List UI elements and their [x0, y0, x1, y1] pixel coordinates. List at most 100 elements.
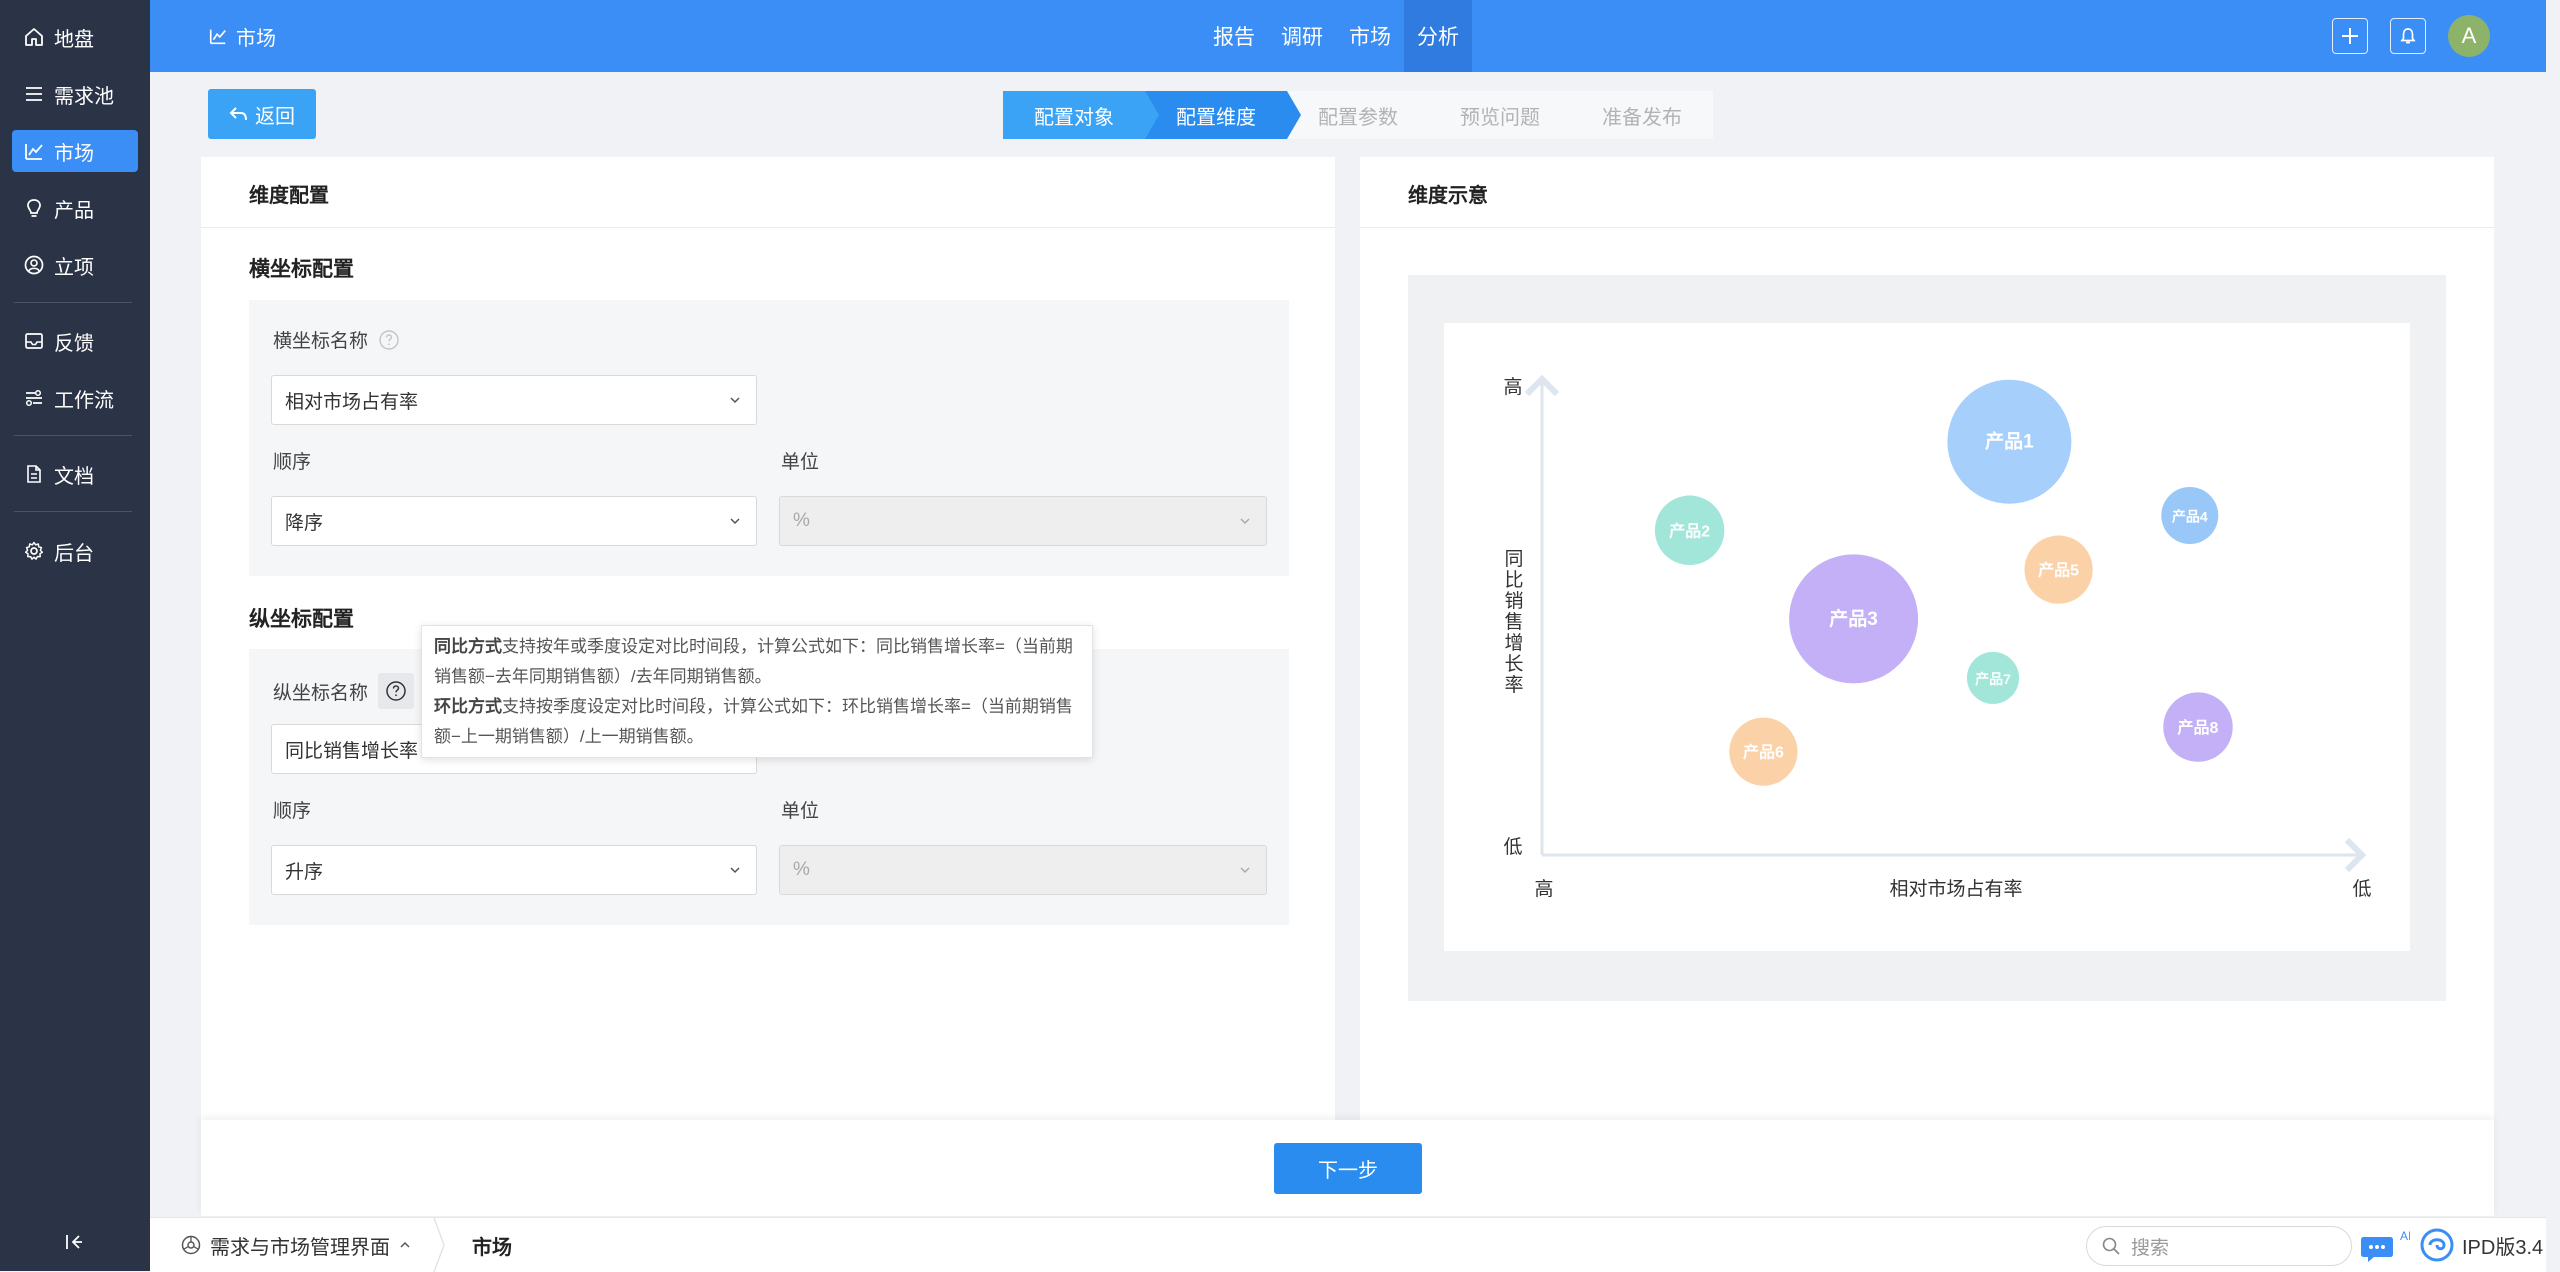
y-tick-low: 低 [1503, 836, 1522, 858]
gear-icon [20, 537, 48, 565]
tooltip-line-yoy: 同比方式支持按年或季度设定对比时间段，计算公式如下：同比销售增长率=（当前期销售… [434, 632, 1080, 692]
y-axis-order-label: 顺序 [273, 801, 312, 822]
nav-research[interactable]: 调研 [1281, 26, 1323, 49]
sidebar-divider [14, 302, 132, 303]
nav-report[interactable]: 报告 [1213, 26, 1255, 49]
sidebar-item-label: 反馈 [54, 332, 94, 355]
ai-assistant-icon[interactable]: AI [2360, 1228, 2411, 1264]
add-button[interactable] [2332, 18, 2368, 54]
y-axis-label-char: 售 [1504, 611, 1523, 633]
sidebar-item-project[interactable]: 立项 [12, 244, 138, 286]
app-name: 需求与市场管理界面 [210, 1236, 390, 1259]
help-tooltip: 同比方式支持按年或季度设定对比时间段，计算公式如下：同比销售增长率=（当前期销售… [421, 625, 1093, 758]
divider [201, 227, 1335, 228]
collapse-sidebar-icon[interactable] [58, 1228, 90, 1256]
y-tick-high: 高 [1503, 376, 1522, 398]
sidebar-item-market[interactable]: 市场 [12, 130, 138, 172]
y-axis-order-select[interactable]: 升序 [271, 845, 757, 895]
version-info: IPD版3.4 [2420, 1218, 2543, 1272]
search-input[interactable]: 搜索 [2086, 1226, 2352, 1266]
chevron-down-icon [730, 518, 740, 525]
y-axis-name-label: 纵坐标名称 [273, 673, 415, 709]
sidebar-item-label: 产品 [54, 199, 94, 222]
bubble-chart-svg: 高 低 高 低 相对市场占有率 同比销售增长率 产品1产品2产品3产品4产品5产… [1503, 374, 2372, 900]
field-label-text: 横坐标名称 [273, 331, 369, 352]
sidebar-divider [14, 435, 132, 436]
page-scrollbar[interactable] [2546, 0, 2560, 1271]
sidebar-item-demand-pool[interactable]: 需求池 [12, 73, 138, 115]
sidebar-item-label: 市场 [54, 142, 94, 165]
app-switcher[interactable]: 需求与市场管理界面 [180, 1218, 412, 1272]
x-axis-name-select[interactable]: 相对市场占有率 [271, 375, 757, 425]
y-axis-unit-label: 单位 [781, 801, 820, 822]
x-axis-order-label: 顺序 [273, 452, 312, 473]
top-actions: A [2332, 0, 2490, 72]
step-config-dimension[interactable]: 配置维度 [1145, 91, 1301, 139]
x-axis-unit-label: 单位 [781, 452, 820, 473]
ai-badge: AI [2400, 1229, 2410, 1243]
bubble-label-6: 产品6 [1743, 743, 1784, 762]
inbox-icon [20, 327, 48, 355]
y-axis-label-char: 增 [1504, 632, 1523, 654]
notification-button[interactable] [2390, 18, 2426, 54]
dimension-config-panel: 维度配置 横坐标配置 横坐标名称 相对市场占有率 顺序 单位 降序 % 纵坐标配… [201, 157, 1335, 1122]
sidebar-item-feedback[interactable]: 反馈 [12, 320, 138, 362]
top-bar: 市场 报告 调研 市场 分析 A [150, 0, 2546, 72]
sidebar-item-label: 地盘 [54, 28, 94, 51]
select-value: % [793, 510, 810, 531]
avatar[interactable]: A [2448, 15, 2490, 57]
sidebar-item-docs[interactable]: 文档 [12, 453, 138, 495]
app-brand[interactable]: 市场 [208, 0, 276, 72]
help-icon[interactable] [378, 329, 400, 351]
list-icon [20, 80, 48, 108]
sidebar-item-label: 文档 [54, 465, 94, 488]
nav-market[interactable]: 市场 [1349, 26, 1391, 49]
user-circle-icon [20, 251, 48, 279]
x-axis-config-group: 横坐标名称 相对市场占有率 顺序 单位 降序 % [249, 300, 1289, 576]
bubble-label-4: 产品4 [2172, 509, 2208, 525]
y-axis-label-char: 率 [1504, 674, 1523, 696]
app-logo-icon [181, 1235, 201, 1255]
brand-label: 市场 [236, 27, 276, 50]
panel-title: 维度示意 [1408, 185, 1488, 207]
next-step-button[interactable]: 下一步 [1274, 1143, 1422, 1194]
sidebar-item-label: 立项 [54, 256, 94, 279]
sidebar-item-dashboard[interactable]: 地盘 [12, 16, 138, 58]
bubble-label-7: 产品7 [1975, 671, 2011, 687]
back-button[interactable]: 返回 [208, 89, 316, 139]
nav-analysis[interactable]: 分析 [1404, 0, 1472, 72]
back-label: 返回 [255, 105, 295, 128]
help-icon[interactable] [378, 673, 415, 709]
breadcrumb: 市场 [472, 1236, 512, 1259]
x-axis-unit-select: % [779, 496, 1267, 546]
step-preview-questions: 预览问题 [1429, 91, 1585, 139]
sidebar-item-workflow[interactable]: 工作流 [12, 377, 138, 419]
bubble-product-8 [2163, 692, 2233, 762]
step-publish: 准备发布 [1571, 91, 1713, 139]
select-value: 相对市场占有率 [285, 391, 419, 413]
select-value: 升序 [285, 861, 324, 883]
y-axis-label-char: 比 [1504, 569, 1523, 591]
sidebar-item-admin[interactable]: 后台 [12, 530, 138, 572]
bubble-product-6 [1729, 717, 1798, 786]
y-axis-section-title: 纵坐标配置 [249, 608, 354, 631]
bubble-product-7 [1966, 651, 2020, 704]
divider [1360, 227, 2494, 228]
y-axis-label: 同比销售增长率 [1504, 549, 1523, 696]
tooltip-term: 环比方式 [434, 697, 502, 716]
x-tick-high: 高 [1534, 878, 1553, 900]
x-axis-name-label: 横坐标名称 [273, 326, 400, 353]
sidebar: 地盘 需求池 市场 产品 立项 反馈 工作流 [0, 0, 150, 1271]
step-config-object[interactable]: 配置对象 [1003, 91, 1159, 139]
x-axis-order-select[interactable]: 降序 [271, 496, 757, 546]
sidebar-item-product[interactable]: 产品 [12, 187, 138, 229]
select-value: % [793, 859, 810, 880]
panel-title: 维度配置 [249, 185, 329, 207]
tooltip-text: 支持按季度设定对比时间段，计算公式如下：环比销售增长率=（当前期销售额−上一期销… [434, 697, 1073, 746]
tooltip-line-mom: 环比方式支持按季度设定对比时间段，计算公式如下：环比销售增长率=（当前期销售额−… [434, 692, 1080, 752]
breadcrumb-separator [433, 1218, 445, 1272]
workflow-icon [20, 384, 48, 412]
